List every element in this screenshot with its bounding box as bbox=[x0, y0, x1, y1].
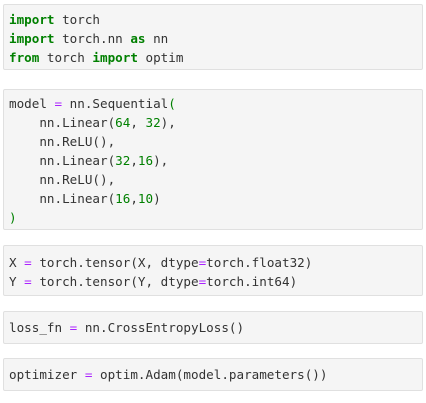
code-token: torch.tensor(Y, dtype bbox=[31, 274, 199, 289]
code-token: 32 bbox=[115, 153, 131, 168]
code-token: = bbox=[54, 96, 63, 111]
code-cell-tensors[interactable]: X = torch.tensor(X, dtype=torch.float32)… bbox=[3, 245, 423, 296]
code-editor[interactable]: loss_fn = nn.CrossEntropyLoss() bbox=[4, 312, 422, 337]
code-token: = bbox=[24, 274, 32, 289]
code-line: nn.Linear(16,10) bbox=[9, 189, 422, 208]
code-token: nn.Linear( bbox=[9, 191, 116, 206]
code-token: 16 bbox=[137, 153, 154, 168]
code-token: optim.Adam(model.parameters()) bbox=[92, 367, 328, 382]
code-token: 64 bbox=[115, 115, 131, 130]
code-line: ) bbox=[9, 208, 422, 227]
code-cell-optimizer[interactable]: optimizer = optim.Adam(model.parameters(… bbox=[3, 358, 423, 391]
code-token: = bbox=[84, 367, 93, 382]
code-line: from torch import optim bbox=[9, 48, 422, 67]
code-token: torch.nn bbox=[54, 31, 131, 46]
code-token: , bbox=[130, 153, 138, 168]
code-token: 16 bbox=[115, 191, 131, 206]
code-token: from bbox=[9, 50, 40, 65]
code-line: optimizer = optim.Adam(model.parameters(… bbox=[9, 365, 422, 384]
code-token: import bbox=[92, 50, 138, 65]
code-token: torch bbox=[39, 50, 93, 65]
code-editor[interactable]: optimizer = optim.Adam(model.parameters(… bbox=[4, 359, 422, 384]
code-token: optim bbox=[137, 50, 184, 65]
code-token: nn.Linear( bbox=[9, 115, 116, 130]
code-token: = bbox=[198, 255, 207, 270]
code-token: 10 bbox=[137, 191, 154, 206]
code-token: ( bbox=[168, 96, 176, 111]
code-token: X bbox=[9, 255, 25, 270]
code-line: import torch.nn as nn bbox=[9, 29, 422, 48]
code-line: nn.ReLU(), bbox=[9, 132, 422, 151]
code-token: torch.int64) bbox=[206, 274, 298, 289]
code-token: = bbox=[69, 320, 78, 335]
code-token: loss_fn bbox=[9, 320, 70, 335]
code-token: , bbox=[130, 191, 138, 206]
code-token: torch.float32) bbox=[206, 255, 313, 270]
code-line: import torch bbox=[9, 10, 422, 29]
code-token: 32 bbox=[145, 115, 161, 130]
code-token: nn.CrossEntropyLoss() bbox=[77, 320, 245, 335]
code-token: , bbox=[130, 115, 146, 130]
code-token: nn.Linear( bbox=[9, 153, 116, 168]
code-line: loss_fn = nn.CrossEntropyLoss() bbox=[9, 318, 422, 337]
code-token: import bbox=[9, 31, 55, 46]
code-token: = bbox=[24, 255, 32, 270]
code-token: as bbox=[130, 31, 146, 46]
code-line: model = nn.Sequential( bbox=[9, 94, 422, 113]
code-token: optimizer bbox=[9, 367, 85, 382]
code-token: = bbox=[198, 274, 207, 289]
code-token: ) bbox=[153, 191, 161, 206]
code-line: X = torch.tensor(X, dtype=torch.float32) bbox=[9, 253, 422, 272]
code-line: nn.ReLU(), bbox=[9, 170, 422, 189]
code-token: torch.tensor(X, dtype bbox=[31, 255, 199, 270]
code-cell-model[interactable]: model = nn.Sequential( nn.Linear(64, 32)… bbox=[3, 89, 423, 230]
code-line: nn.Linear(32,16), bbox=[9, 151, 422, 170]
code-token: ) bbox=[9, 210, 17, 225]
code-cell-loss[interactable]: loss_fn = nn.CrossEntropyLoss() bbox=[3, 311, 423, 344]
code-token: ), bbox=[153, 153, 169, 168]
code-line: nn.Linear(64, 32), bbox=[9, 113, 422, 132]
code-editor[interactable]: X = torch.tensor(X, dtype=torch.float32)… bbox=[4, 246, 422, 291]
code-line: Y = torch.tensor(Y, dtype=torch.int64) bbox=[9, 272, 422, 291]
code-token: Y bbox=[9, 274, 25, 289]
code-token: torch bbox=[54, 12, 100, 27]
code-token: nn bbox=[145, 31, 169, 46]
code-token: nn.ReLU(), bbox=[9, 134, 116, 149]
code-token: import bbox=[9, 12, 55, 27]
code-editor[interactable]: model = nn.Sequential( nn.Linear(64, 32)… bbox=[4, 90, 422, 227]
code-token: nn.Sequential bbox=[62, 96, 169, 111]
code-token: nn.ReLU(), bbox=[9, 172, 116, 187]
code-token: model bbox=[9, 96, 55, 111]
code-token: ), bbox=[160, 115, 176, 130]
